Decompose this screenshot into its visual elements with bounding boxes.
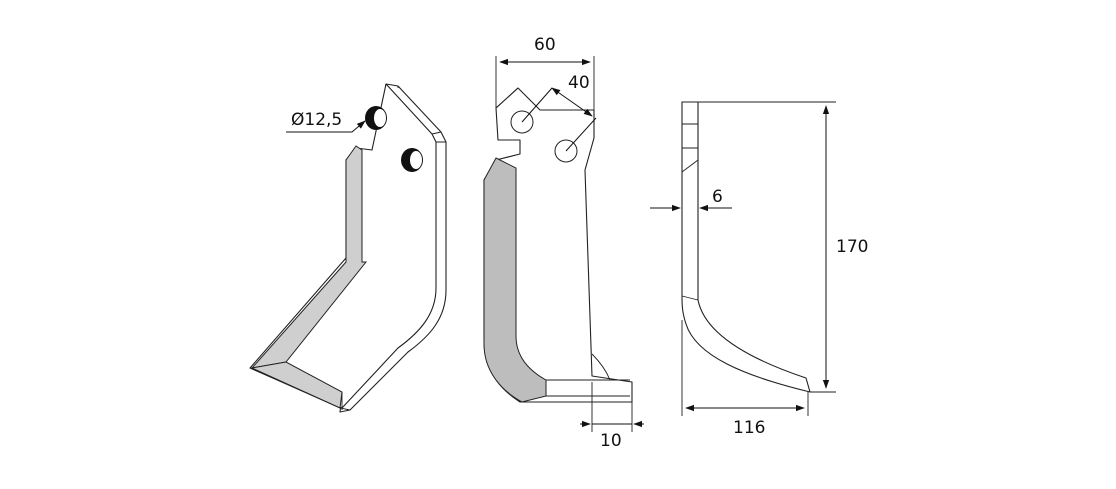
perspective-view: Ø12,5 xyxy=(249,83,447,413)
thickness-label: 6 xyxy=(712,187,723,207)
reach-label: 116 xyxy=(733,418,765,438)
cutting-edge xyxy=(250,145,368,369)
hole-spacing-label: 40 xyxy=(568,73,590,93)
mounting-hole-upper xyxy=(365,106,387,130)
mounting-hole-lower xyxy=(401,148,423,172)
height-label: 170 xyxy=(836,237,868,257)
front-cutting-edge xyxy=(483,157,547,403)
front-view: 60 40 10 xyxy=(483,35,644,451)
side-view: 170 6 116 xyxy=(650,101,868,438)
tip-width-label: 10 xyxy=(600,431,622,451)
width-total-label: 60 xyxy=(534,35,556,55)
side-profile xyxy=(681,101,811,393)
hole-diameter-label: Ø12,5 xyxy=(291,110,342,130)
